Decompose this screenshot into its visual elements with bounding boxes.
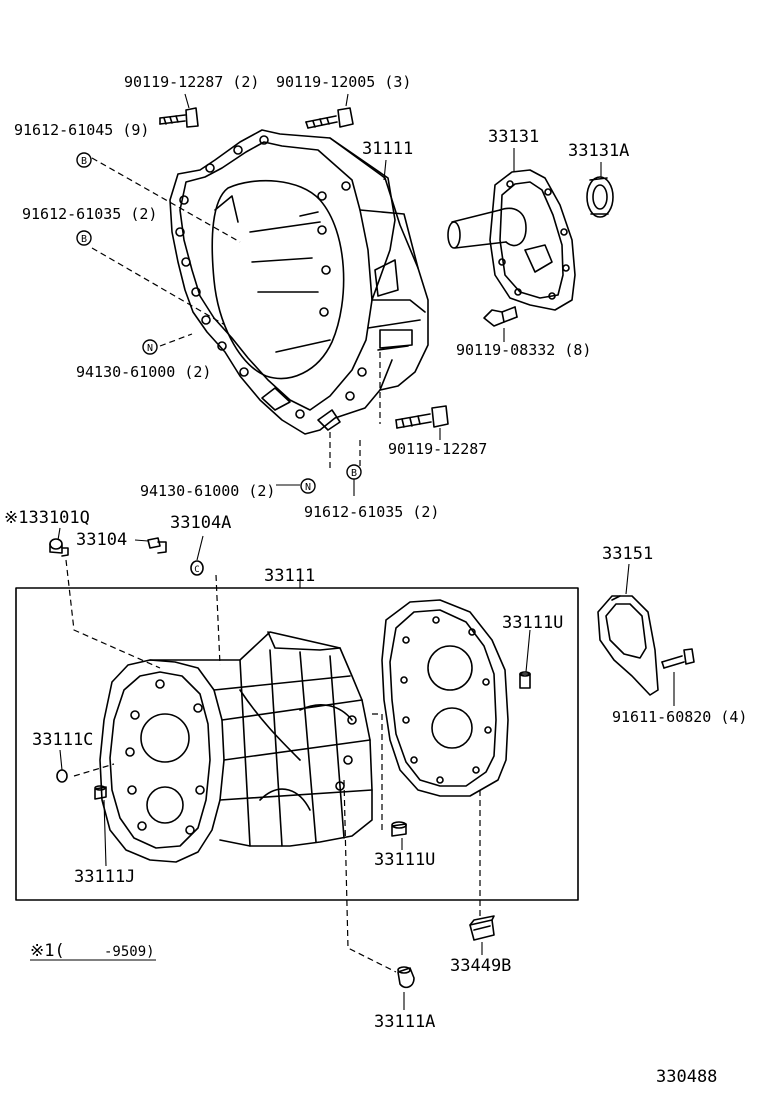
marker-circles	[76, 152, 362, 494]
gasket-33104A-icon	[190, 560, 204, 576]
label-90119-08332-8: 90119-08332 (8)	[456, 341, 592, 359]
rear-cover-33151	[597, 595, 659, 696]
marker-N-2-text: N	[305, 482, 311, 493]
marker-N-2	[300, 478, 316, 494]
label-33131A: 33131A	[568, 141, 630, 161]
label-33151: 33151	[602, 544, 654, 564]
label-33111-frame: 33111	[264, 566, 316, 586]
marker-N-1-text: N	[147, 343, 153, 354]
label-91611-60820-4: 91611-60820 (4)	[612, 708, 748, 726]
bolt-90119-12005-icon	[305, 107, 354, 129]
label-133101Q: ※133101Q	[4, 508, 90, 528]
label-33111U-bottom: 33111U	[374, 850, 436, 870]
label-91612-61035-2-bottom: 91612-61035 (2)	[304, 503, 440, 521]
transmission-case-33111	[99, 631, 373, 863]
bolt-90119-12287-right-icon	[395, 405, 449, 429]
label-33111U-top: 33111U	[502, 613, 564, 633]
marker-B-2-text: B	[81, 234, 87, 245]
bolt-90119-08332-icon	[483, 306, 518, 327]
bolt-91611-60820-icon	[661, 648, 695, 669]
label-33449B: 33449B	[450, 956, 512, 976]
transmission-housing-31111	[169, 129, 429, 435]
label-33104: 33104	[76, 530, 128, 550]
label-91612-61045-9: 91612-61045 (9)	[14, 121, 150, 139]
label-90119-12005-3: 90119-12005 (3)	[276, 73, 412, 91]
footnote-range: -9509)	[104, 944, 155, 960]
label-90119-12287: 90119-12287	[388, 440, 488, 458]
extension-adapter-plate	[381, 599, 509, 797]
marker-B-3-text: B	[351, 468, 357, 479]
footnote-marker: ※1(	[30, 941, 65, 961]
dashed-leader-lines	[65, 157, 481, 973]
label-90119-12287-2: 90119-12287 (2)	[124, 73, 260, 91]
oil-seal-33131A-icon	[586, 176, 614, 218]
label-31111: 31111	[362, 139, 414, 159]
plug-133101Q-icon	[49, 538, 69, 557]
breather-33449B-icon	[469, 915, 495, 941]
plug-33111A-icon	[397, 966, 415, 989]
marker-B-3	[346, 464, 362, 480]
bolt-90119-12287-icon	[159, 107, 199, 128]
label-33131: 33131	[488, 127, 540, 147]
plug-33104-icon	[147, 537, 167, 554]
label-33111J: 33111J	[74, 867, 136, 887]
marker-B-1	[76, 152, 92, 168]
label-91612-61035-2-top: 91612-61035 (2)	[22, 205, 158, 223]
plug-33111C-icon	[56, 769, 68, 783]
label-33111C: 33111C	[32, 730, 94, 750]
marker-B-1-text: B	[81, 156, 87, 167]
label-94130-61000-2-left: 94130-61000 (2)	[76, 363, 212, 381]
solid-leader-lines	[30, 93, 675, 1010]
pin-33111J-icon	[94, 785, 107, 800]
figure-number: 330488	[656, 1067, 718, 1087]
label-33104A: 33104A	[170, 513, 232, 533]
transmission-case-frame	[15, 587, 579, 901]
pin-33111U-top-icon	[519, 671, 531, 689]
label-33111A: 33111A	[374, 1012, 436, 1032]
pin-33111U-bottom-icon	[391, 821, 407, 837]
marker-B-2	[76, 230, 92, 246]
marker-C-text: C	[194, 565, 199, 575]
marker-N-1	[142, 339, 158, 355]
label-94130-61000-2-bottom: 94130-61000 (2)	[140, 482, 276, 500]
bearing-retainer-33131	[447, 169, 576, 311]
